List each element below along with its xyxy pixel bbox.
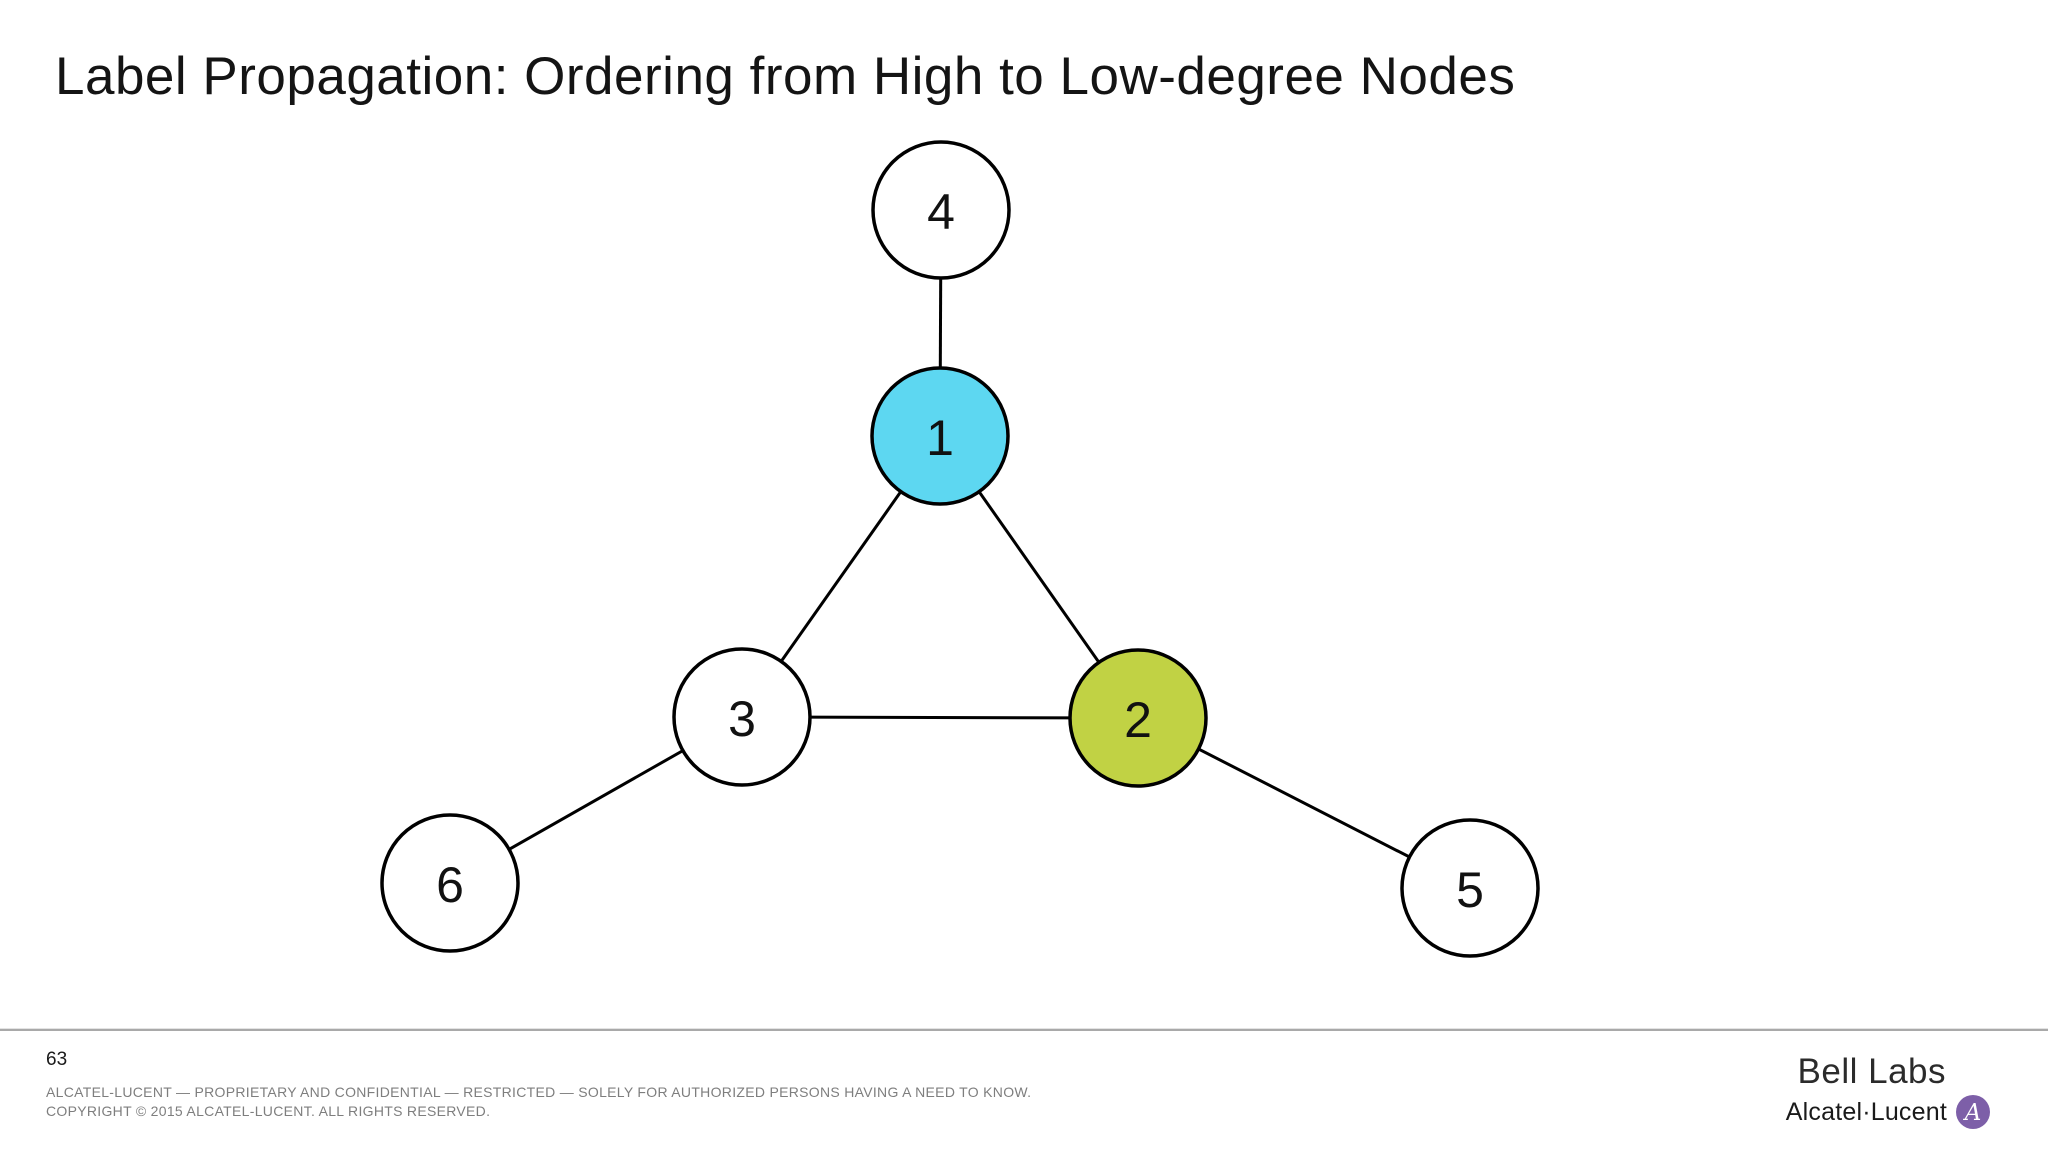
graph-node-label-5: 5 xyxy=(1456,862,1484,918)
page-number: 63 xyxy=(46,1049,68,1070)
bell-labs-logo: Bell Labs Alcatel·Lucent A xyxy=(1786,1054,1990,1129)
alcatel-lucent-row: Alcatel·Lucent A xyxy=(1786,1095,1990,1129)
graph-node-label-6: 6 xyxy=(436,857,464,913)
graph-node-label-2: 2 xyxy=(1124,692,1152,748)
graph-node-label-1: 1 xyxy=(926,410,954,466)
footer-line-2: COPYRIGHT © 2015 ALCATEL-LUCENT. ALL RIG… xyxy=(46,1103,491,1119)
mark-letter: A xyxy=(1963,1100,1982,1126)
slide-title: Label Propagation: Ordering from High to… xyxy=(55,47,1516,106)
graph-node-1 xyxy=(870,366,1010,506)
graph-node-3 xyxy=(672,647,812,787)
footer-disclaimer: ALCATEL-LUCENT — PROPRIETARY AND CONFIDE… xyxy=(46,1083,1031,1121)
bell-labs-wordmark: Bell Labs xyxy=(1797,1052,1946,1091)
graph-node-2 xyxy=(1068,648,1208,788)
mark-circle xyxy=(1956,1095,1990,1129)
graph-node-4 xyxy=(871,140,1011,280)
alcatel-lucent-wordmark: Alcatel·Lucent xyxy=(1785,1097,1947,1126)
alcatel-lucent-mark-icon: A xyxy=(1956,1095,1990,1129)
footer-divider xyxy=(0,1029,2048,1031)
graph-node-5 xyxy=(1400,818,1540,958)
graph-node-label-3: 3 xyxy=(728,691,756,747)
graph-node-6 xyxy=(380,813,520,953)
footer-line-1: ALCATEL-LUCENT — PROPRIETARY AND CONFIDE… xyxy=(46,1084,1032,1100)
graph-node-label-4: 4 xyxy=(927,184,955,240)
